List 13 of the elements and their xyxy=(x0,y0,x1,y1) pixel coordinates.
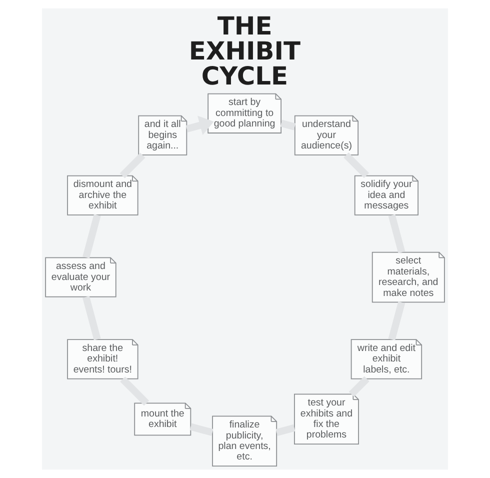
connector xyxy=(348,376,370,397)
connector xyxy=(120,152,146,178)
connector xyxy=(190,423,214,436)
connector xyxy=(82,214,101,258)
connector xyxy=(120,376,150,406)
connector xyxy=(388,214,406,254)
arrow xyxy=(186,116,214,135)
connector xyxy=(388,301,406,340)
connector xyxy=(280,120,296,130)
diagram-title: THE EXHIBIT CYCLE xyxy=(188,12,301,90)
connector xyxy=(344,152,370,178)
connector xyxy=(276,424,296,436)
connector xyxy=(82,296,101,340)
